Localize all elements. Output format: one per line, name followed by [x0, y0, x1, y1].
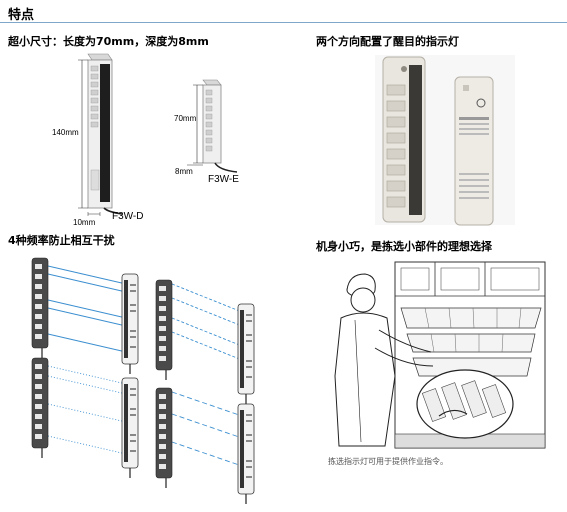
d-width-dim: 10mm — [73, 218, 96, 227]
header-divider — [0, 22, 567, 23]
e-height-dim: 70mm — [174, 114, 197, 123]
section-title-indicators: 两个方向配置了醒目的指示灯 — [316, 35, 459, 48]
f3w-e-illustration — [187, 79, 238, 173]
section-title-frequency: 4种频率防止相互干扰 — [8, 234, 115, 247]
section-title-size: 超小尺寸：长度为70mm，深度为8mm — [8, 35, 209, 48]
picking-caption: 拣选指示灯可用于提供作业指令。 — [328, 457, 448, 466]
model-f3w-e: F3W-E — [208, 174, 239, 185]
model-f3w-d: F3W-D — [112, 211, 144, 222]
frequency-diagram — [31, 257, 255, 505]
picking-illustration — [334, 261, 546, 449]
e-depth-dim: 8mm — [175, 167, 193, 176]
f3w-d-illustration — [78, 53, 123, 216]
indicator-photo — [375, 55, 515, 226]
page-title: 特点 — [8, 8, 35, 23]
section-title-picking: 机身小巧，是拣选小部件的理想选择 — [316, 240, 492, 253]
d-height-dim: 140mm — [52, 128, 79, 137]
